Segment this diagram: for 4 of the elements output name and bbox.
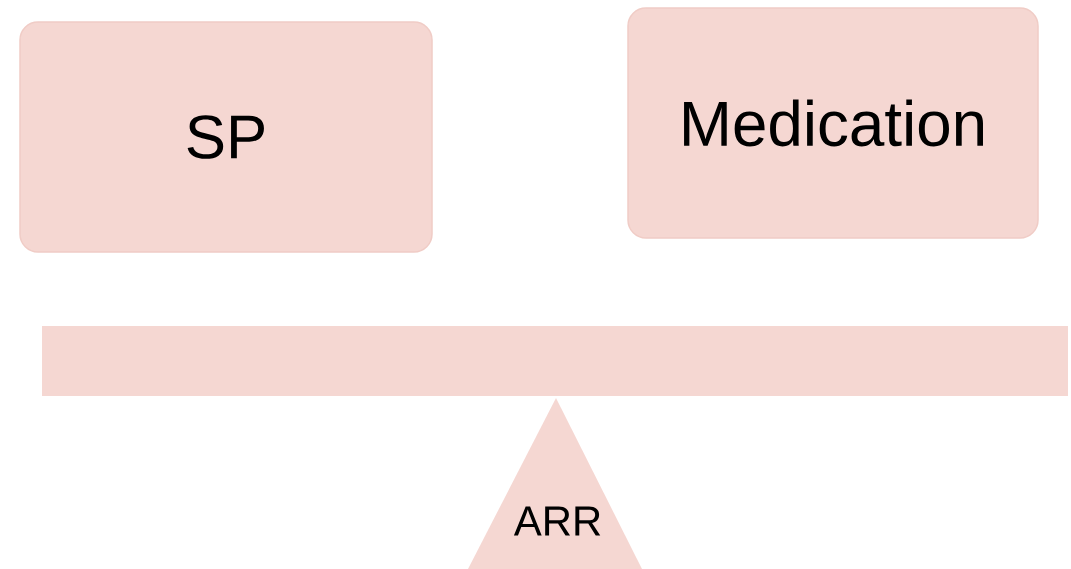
seesaw-beam: [42, 326, 1068, 396]
medication-box: Medication: [627, 7, 1039, 239]
fulcrum-triangle: ARR: [468, 398, 642, 569]
sp-box: SP: [19, 21, 433, 253]
